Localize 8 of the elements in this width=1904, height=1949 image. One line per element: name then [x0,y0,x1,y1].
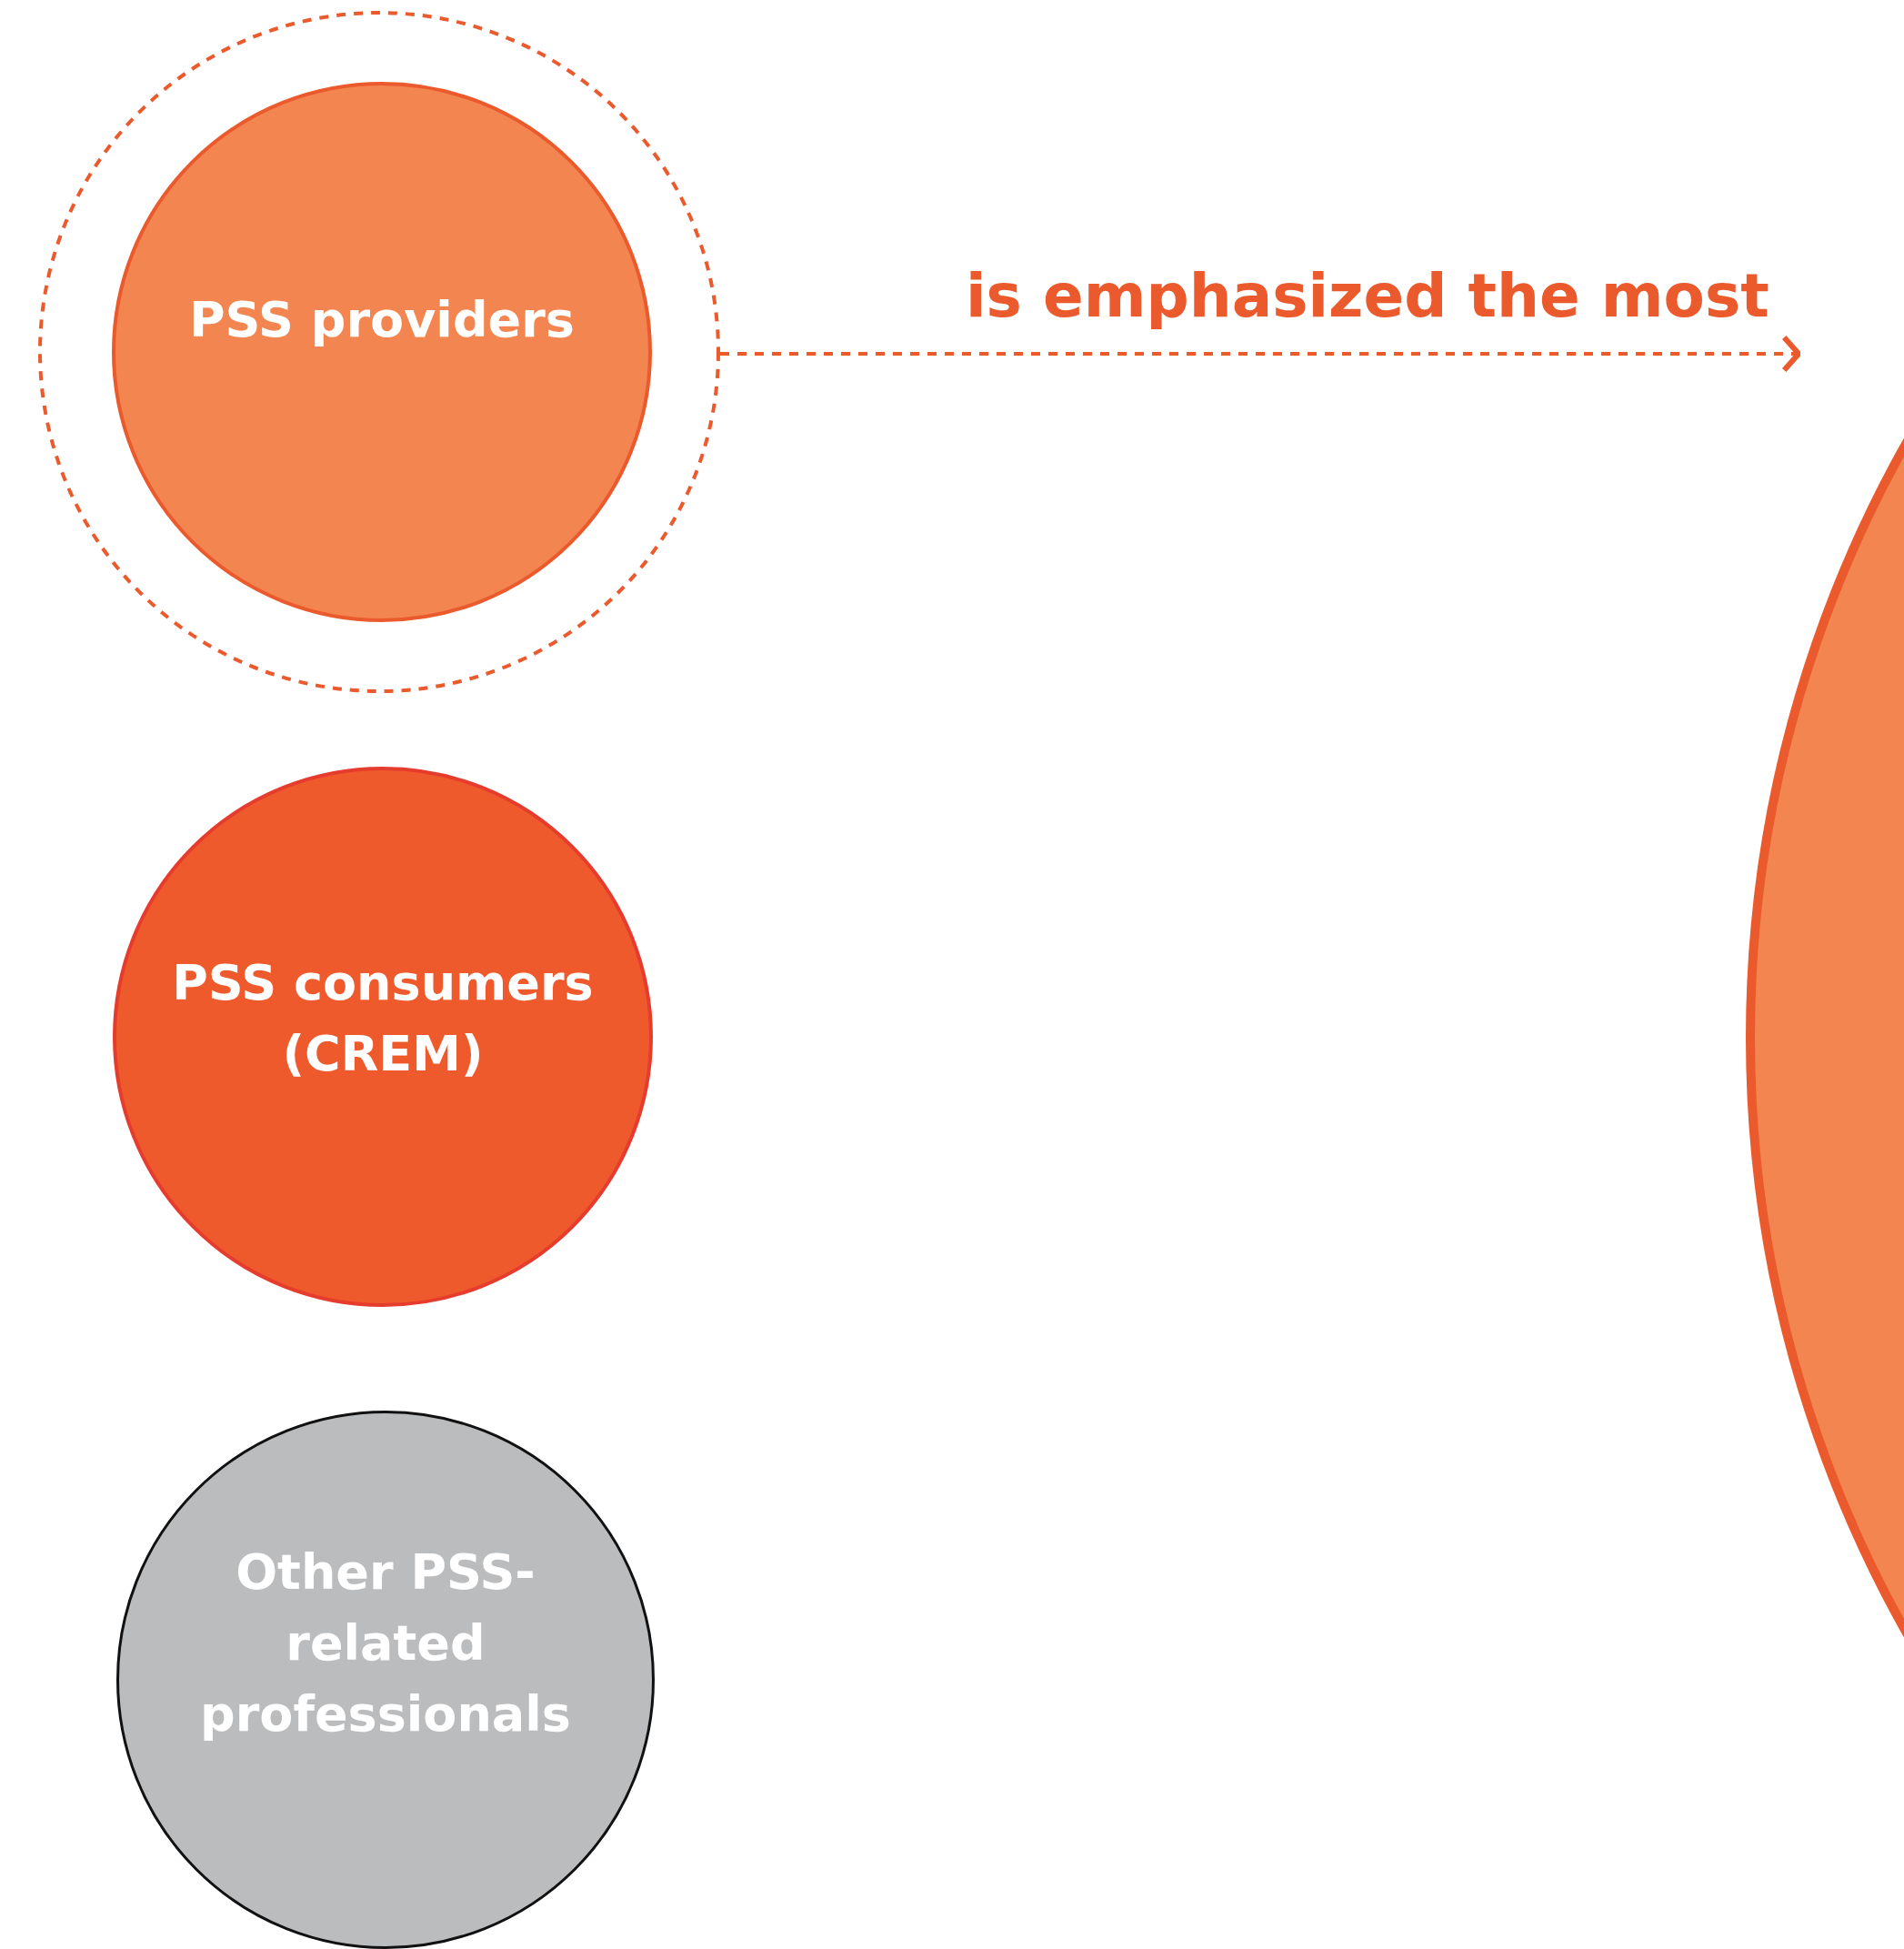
circle-node [38,11,720,693]
node-label: PSS providers [188,289,576,350]
node-label: PSS consumers (CREM) [171,952,595,1084]
circle-node [112,82,652,622]
circle-node [116,1411,655,1949]
dashed-arrow [720,335,1802,373]
circle-node [113,767,653,1307]
node-label: Other PSS-related professionals [199,1542,572,1745]
